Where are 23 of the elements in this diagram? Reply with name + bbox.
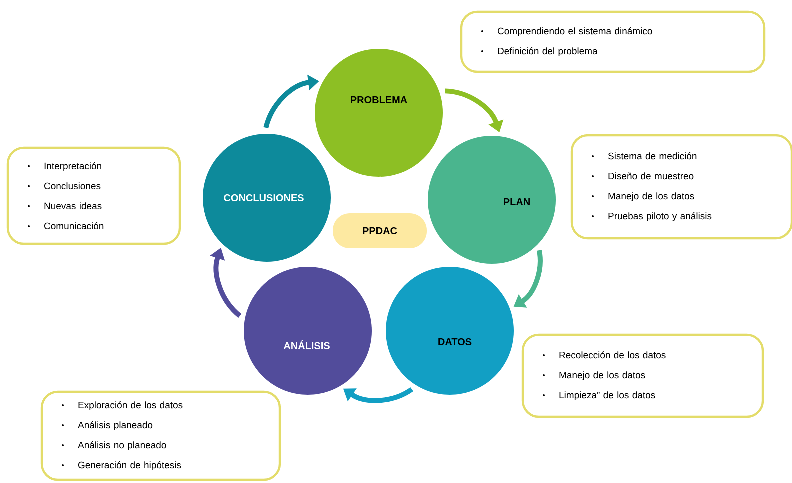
list-item: Pruebas piloto y análisis [608, 212, 712, 222]
bullet-box [570, 134, 792, 240]
list-item: Interpretación [44, 162, 102, 172]
list-item: Manejo de los datos [608, 192, 694, 202]
list-item: Análisis planeado [78, 422, 153, 430]
list-item: Definición del problema [498, 48, 598, 56]
list-item: Análisis no planeado [78, 442, 166, 450]
center-label: PPDAC [333, 214, 427, 248]
list-item: Conclusiones [44, 182, 101, 190]
bullet-box [40, 390, 282, 482]
list-item: Diseño de muestreo [608, 172, 694, 180]
list-item: Sistema de medición [608, 152, 697, 160]
list-item: Recolección de los datos [560, 352, 666, 359]
bullet-box [522, 334, 764, 418]
list-item: Limpieza” de los datos [560, 392, 656, 400]
list-item: Nuevas ideas [44, 202, 102, 210]
list-item: Comprendiendo el sistema dinámico [498, 28, 652, 36]
list-item: Comunicación [44, 222, 104, 230]
list-item: Manejo de los datos [560, 372, 646, 380]
list-item: Exploración de los datos [78, 402, 183, 410]
list-item: Generación de hipótesis [78, 462, 182, 470]
bullet-box [460, 10, 766, 74]
bullet-box [6, 146, 182, 246]
